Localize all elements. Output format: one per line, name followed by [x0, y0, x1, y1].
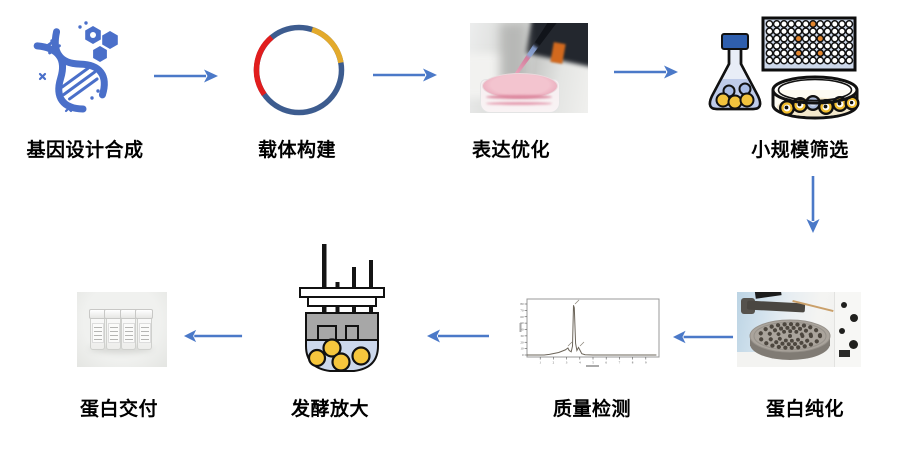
step-label-quality-testing: 质量检测 [552, 399, 631, 420]
step-label-small-scale-screening: 小规模筛选 [751, 140, 849, 161]
svg-text:70: 70 [520, 308, 524, 312]
valve [839, 350, 850, 357]
svg-text:3: 3 [566, 361, 568, 365]
protein-vial [119, 309, 138, 350]
well-grid [765, 20, 854, 65]
arrow-left-2 [427, 329, 489, 343]
svg-text:8: 8 [632, 361, 634, 365]
fraction-collector-carousel [749, 319, 831, 360]
protein-vial [88, 309, 107, 350]
chrom-yticks: 0 10 20 30 40 50 60 70 80 [520, 302, 527, 357]
svg-text:50: 50 [520, 321, 524, 325]
arrow-down [806, 176, 820, 233]
vessel-top [305, 312, 379, 341]
arrow-left-1 [672, 330, 734, 344]
petri-dish-medium [482, 73, 558, 99]
step-label-fermentation-scale-up: 发酵放大 [290, 399, 369, 420]
protein-vial [104, 309, 122, 350]
fplc-fraction-collector-photo [737, 292, 861, 367]
arrow-right-2 [373, 68, 437, 82]
svg-text:40: 40 [520, 328, 524, 332]
svg-text:6: 6 [605, 361, 607, 365]
svg-text:2: 2 [553, 361, 555, 365]
arm-mount [754, 292, 782, 299]
protein-vial [135, 309, 153, 350]
svg-text:4: 4 [579, 361, 581, 365]
svg-text:0: 0 [522, 353, 524, 357]
plasmid-promoter-arc [311, 26, 344, 64]
chrom-trace [527, 305, 657, 356]
dna-molecule-icon [33, 21, 118, 113]
medium-line2 [486, 102, 552, 105]
step-label-protein-purification: 蛋白纯化 [765, 399, 844, 420]
molecule-hexagons [44, 21, 118, 100]
protein-vials-photo [77, 292, 167, 367]
bioreactor-icon [299, 244, 385, 372]
x-axis-label-smudge [586, 365, 599, 367]
peak-annotations [567, 299, 585, 347]
svg-text:60: 60 [520, 315, 524, 319]
chrom-xticks: 1 2 3 4 5 6 7 8 9 [539, 357, 647, 365]
fplc-instrument-panel [834, 292, 861, 367]
y-axis-label-smudge [519, 323, 522, 332]
svg-text:7: 7 [619, 361, 621, 365]
plasmid-insert-arc [253, 35, 274, 96]
plasmid-map-icon [253, 24, 345, 116]
step-label-protein-delivery: 蛋白交付 [79, 399, 158, 420]
flask-wellplate-petri-icons [708, 16, 860, 120]
x-marks [38, 72, 73, 113]
petri-dish-icon [771, 75, 860, 120]
arrow-right-1 [154, 69, 218, 83]
svg-text:1: 1 [539, 361, 541, 365]
hplc-chromatogram: 1 2 3 4 5 6 7 8 9 0 10 20 30 40 50 60 70 80 [519, 298, 660, 367]
arrow-right-3 [614, 65, 678, 79]
head-plate-2 [307, 296, 377, 307]
svg-text:30: 30 [520, 334, 524, 338]
wellplate-icon [761, 16, 857, 72]
head-plate [299, 287, 385, 298]
step-label-expression-optimization: 表达优化 [471, 140, 550, 161]
medium-line [486, 95, 552, 99]
svg-text:80: 80 [520, 302, 524, 306]
arrow-left-3 [183, 329, 243, 343]
svg-text:9: 9 [645, 361, 647, 365]
step-label-gene-design: 基因设计合成 [26, 140, 144, 161]
pipette-petri-dish-photo [470, 23, 588, 113]
svg-text:20: 20 [520, 340, 524, 344]
flask-icon [708, 33, 762, 111]
fermentation-cells [307, 338, 371, 372]
svg-text:10: 10 [520, 347, 524, 351]
svg-text:5: 5 [592, 361, 594, 365]
step-label-vector-construction: 载体构建 [257, 140, 336, 161]
